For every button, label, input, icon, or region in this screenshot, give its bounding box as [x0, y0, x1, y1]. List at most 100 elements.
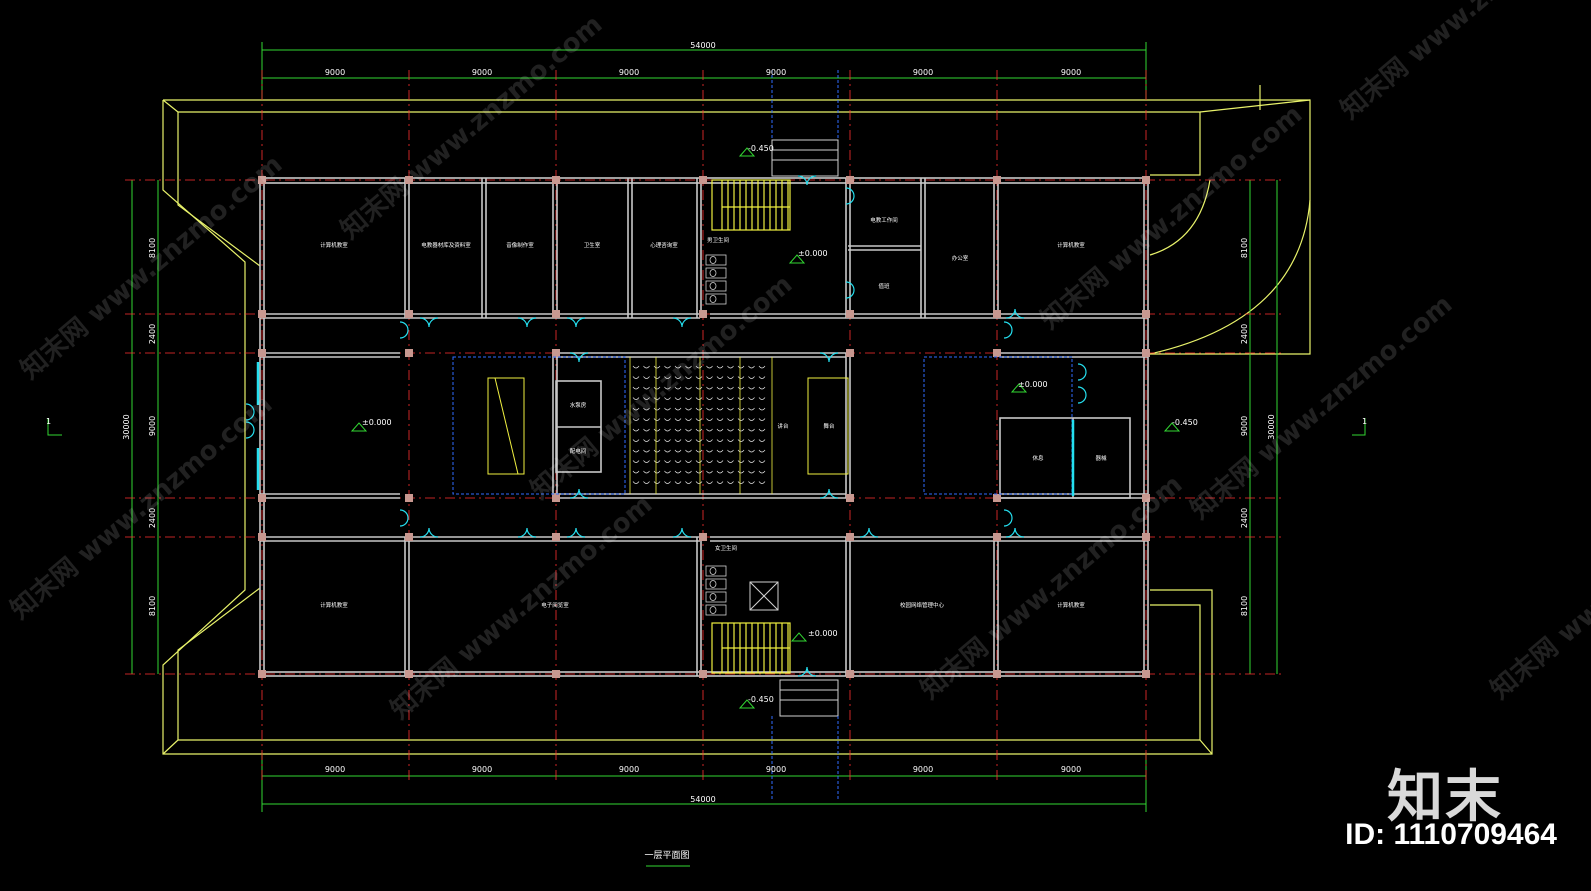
seat [632, 428, 640, 432]
room-label: 舞台 [823, 422, 835, 430]
seat [695, 460, 703, 463]
seat [653, 376, 661, 379]
door-swing [1005, 527, 1025, 538]
column [1142, 176, 1150, 184]
column [699, 533, 707, 541]
seat [653, 365, 661, 369]
toilet-stall [705, 280, 727, 292]
seat [716, 365, 724, 369]
seat [758, 481, 766, 484]
column [699, 176, 707, 184]
seat [695, 470, 703, 474]
seat [727, 428, 734, 432]
room-label: 电子阅览室 [541, 601, 569, 609]
seat [664, 397, 671, 400]
door-swing [672, 317, 692, 328]
toilet-stall [705, 267, 727, 279]
seat [643, 460, 650, 463]
bay-dim-bottom-2: 9000 [472, 765, 492, 774]
bay-dim-bottom-1: 9000 [325, 765, 345, 774]
column [405, 310, 413, 318]
seat [632, 481, 640, 484]
side-dim-left-2: 2400 [148, 324, 157, 344]
seat [727, 386, 734, 390]
seat [643, 470, 650, 474]
seat [737, 460, 745, 463]
bay-dim-bottom-6: 9000 [1061, 765, 1081, 774]
seat [695, 376, 703, 379]
seat [674, 470, 682, 474]
door-swing [1003, 321, 1013, 339]
seat [727, 376, 734, 379]
seat [758, 386, 766, 390]
toilet-bowl [709, 269, 717, 277]
seat [758, 470, 766, 474]
seat [695, 418, 703, 421]
door-swing [419, 527, 439, 538]
seat [643, 418, 650, 421]
seat [695, 481, 703, 484]
seat [727, 460, 734, 463]
seat [685, 407, 692, 411]
room-label: 校园网络管理中心 [900, 601, 945, 609]
roof-outline [162, 85, 1311, 755]
seat [685, 376, 692, 379]
column [405, 494, 413, 502]
seat [706, 449, 713, 453]
column [552, 533, 560, 541]
seat [664, 439, 671, 442]
toilet-fixtures [705, 254, 727, 616]
room-label: 电教器材库及资料室 [421, 241, 471, 249]
seat [706, 439, 713, 442]
seat [737, 481, 745, 484]
room-label: 休息 [1032, 454, 1044, 462]
bay-dim-top-4: 9000 [766, 68, 786, 77]
seat [727, 365, 734, 369]
seat [685, 365, 692, 369]
seat [674, 397, 682, 400]
seat [748, 439, 755, 442]
seat [643, 428, 650, 432]
dimension-text: 54000 54000 9000 9000 9000 9000 9000 900… [122, 41, 1276, 804]
toilet-stall [705, 565, 727, 577]
seat [716, 439, 724, 442]
room-label: 配电间 [570, 447, 587, 455]
bay-dim-top-1: 9000 [325, 68, 345, 77]
seat [632, 470, 640, 474]
seat [758, 449, 766, 453]
door-swing [245, 421, 255, 439]
door-swing [859, 527, 879, 538]
seat [664, 428, 671, 432]
bay-dim-top-6: 9000 [1061, 68, 1081, 77]
seat [727, 470, 734, 474]
seat [706, 428, 713, 432]
overall-dim-top: 54000 [690, 41, 715, 50]
seat [664, 386, 671, 390]
bay-dim-bottom-5: 9000 [913, 765, 933, 774]
seat [664, 470, 671, 474]
door-swing [566, 317, 586, 328]
column [1142, 349, 1150, 357]
seat [716, 407, 724, 411]
door-swing [569, 488, 589, 499]
level-entry-right: -0.450 [1172, 418, 1198, 427]
door-swing [569, 352, 589, 363]
level-hall-right: ±0.000 [1018, 380, 1048, 389]
toilet-bowl [709, 580, 717, 588]
seat [674, 365, 682, 369]
seat [685, 428, 692, 432]
seat [737, 397, 745, 400]
seat [664, 418, 671, 421]
column [993, 494, 1001, 502]
door-swing [1003, 509, 1013, 527]
seat [737, 365, 745, 369]
seat [632, 397, 640, 400]
column [405, 533, 413, 541]
column [1142, 494, 1150, 502]
seat [632, 460, 640, 463]
staircase-bottom [711, 622, 791, 674]
glass-walls [256, 362, 1075, 496]
column [846, 310, 854, 318]
column [552, 176, 560, 184]
